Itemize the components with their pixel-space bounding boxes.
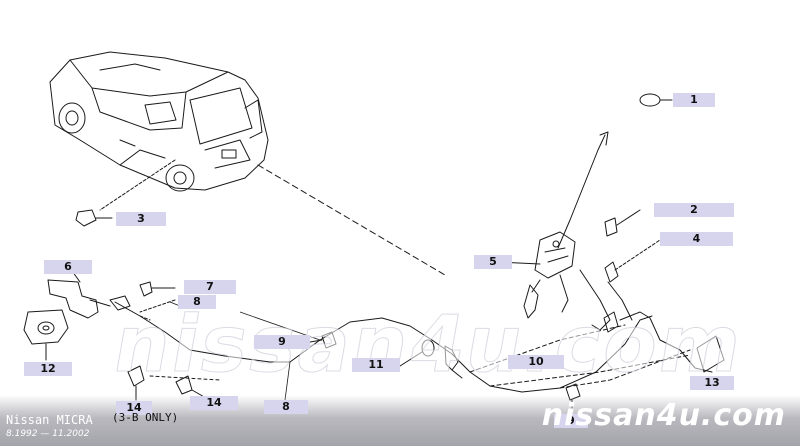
brand-logo: nissan4u.com <box>541 398 786 433</box>
watermark: nissan4u.com <box>107 300 752 391</box>
years-caption: 8.1992 — 11.2002 <box>6 429 90 439</box>
callout-8-bottom: 8 <box>264 400 308 414</box>
callout-13: 13 <box>690 376 734 390</box>
callout-9-right: 9 <box>554 414 588 428</box>
model-caption: Nissan MICRA <box>6 413 93 427</box>
callout-5: 5 <box>474 255 512 269</box>
callout-14-left: 14 <box>116 401 152 415</box>
callout-12: 12 <box>24 362 72 376</box>
callout-9-left: 9 <box>254 335 310 349</box>
variant-note: (3-B ONLY) <box>112 411 179 424</box>
callout-10: 10 <box>508 355 564 369</box>
callout-11: 11 <box>352 358 400 372</box>
callout-7: 7 <box>184 280 236 294</box>
callout-3: 3 <box>116 212 166 226</box>
callout-4: 4 <box>660 232 733 246</box>
callout-1: 1 <box>673 93 715 107</box>
callout-6: 6 <box>44 260 92 274</box>
callout-14-right: 14 <box>190 396 238 410</box>
callout-8-top: 8 <box>178 295 216 309</box>
callout-2: 2 <box>654 203 734 217</box>
car-illustration <box>49 51 269 192</box>
